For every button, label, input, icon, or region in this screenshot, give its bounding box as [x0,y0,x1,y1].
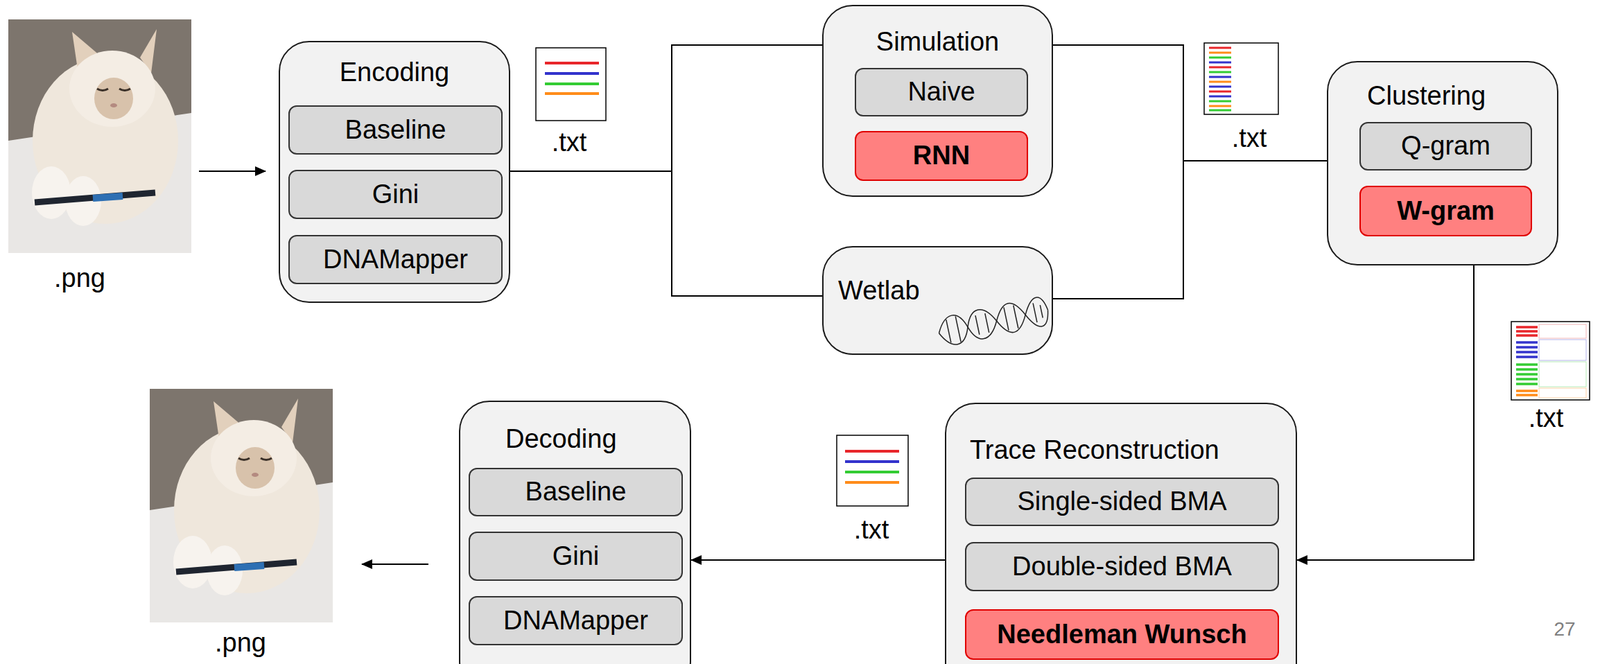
dna-helix [934,290,1053,353]
method-box: DNAMapper [468,596,683,646]
method-box: Baseline [468,467,683,517]
method-box: Baseline [288,105,503,155]
method-label: RNN [912,140,970,172]
file-type-label: .png [54,263,106,294]
connector [510,45,823,172]
file-type-label: .txt [551,127,588,159]
file-type-label: .txt [1231,123,1268,154]
method-label: Baseline [525,476,627,508]
stage-box: Trace ReconstructionSingle-sided BMA Doub… [944,402,1298,664]
stage-box: SimulationNaiveRNN [822,4,1054,197]
stage-box: DecodingBaselineGiniDNAMapper [458,400,692,664]
page-number: 27 [1553,618,1576,641]
stage-title: Trace Reconstruction [969,435,1220,466]
stage-title: Decoding [505,424,617,455]
method-label: DNAMapper [503,605,649,637]
file-type-label: .txt [854,515,890,546]
method-label: Naive [907,76,975,108]
connector [1053,160,1327,299]
stage-title: Clustering [1367,81,1486,112]
file-type-label: .png [214,628,267,659]
method-label: DNAMapper [323,244,468,276]
stage-title: Encoding [280,57,509,89]
method-box: DNAMapper [288,235,503,285]
connector [691,559,945,561]
file-type-label: .txt [1528,403,1564,434]
method-label: Single-sided BMA [1016,486,1227,518]
method-label: Gini [372,179,420,211]
method-box: W-gram [1359,185,1533,237]
method-box: Gini [288,169,503,220]
txt-icon [1204,42,1279,115]
method-label: Double-sided BMA [1012,551,1232,583]
method-box: Single-sided BMA [964,477,1280,527]
connector [1053,45,1327,161]
method-label: Baseline [345,115,447,146]
cat-photo [149,388,333,623]
method-label: Gini [552,541,600,572]
stage-box: ClusteringQ-gramW-gram [1326,61,1559,266]
txt-icon [836,435,909,507]
method-label: Needleman Wunsch [996,619,1247,651]
stage-box: Wetlab [822,246,1054,355]
stage-title: Simulation [823,27,1052,58]
method-box: Needleman Wunsch [964,609,1280,660]
connector [1297,265,1474,561]
connector [510,171,823,297]
txt-icon [1511,321,1590,400]
txt-icon [535,47,606,121]
cat-photo [8,19,192,254]
stage-box: EncodingBaselineGiniDNAMapper [278,40,511,303]
method-box: Double-sided BMA [964,542,1280,592]
method-label: W-gram [1396,196,1495,227]
stage-title: Wetlab [838,275,920,307]
method-label: Q-gram [1401,131,1491,162]
dna-strands [935,296,1051,349]
method-box: Q-gram [1359,122,1533,171]
method-box: Gini [468,531,683,581]
method-box: RNN [854,131,1029,181]
method-box: Naive [854,67,1029,117]
